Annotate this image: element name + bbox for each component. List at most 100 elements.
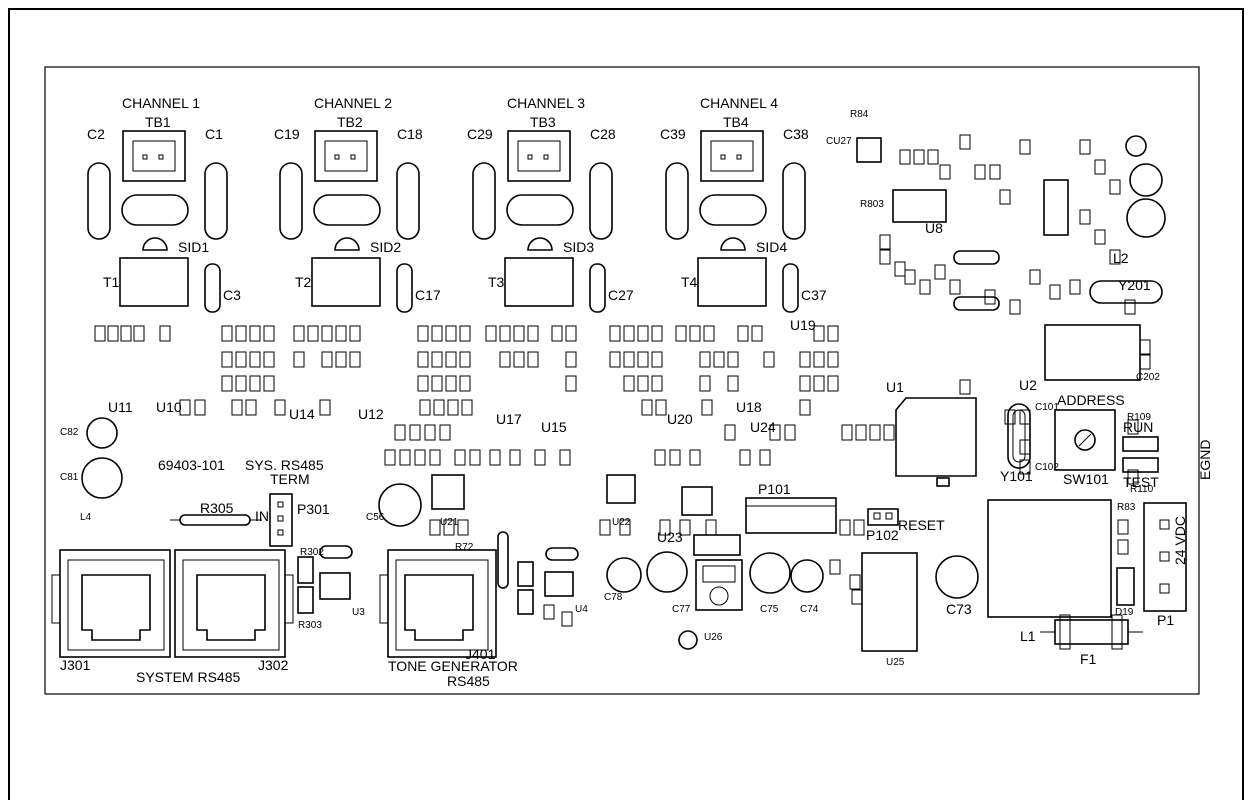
r83-label: R83 [1117,502,1136,513]
transformer [504,257,574,307]
smd-part [419,399,431,416]
smd-part [1079,209,1091,225]
r84-label: R84 [850,109,869,120]
channel-title: CHANNEL 3 [507,95,585,111]
smd-part [869,424,881,441]
sidactor [527,237,553,251]
egnd-label: EGND [1197,440,1213,480]
u15-label: U15 [541,419,567,435]
c-label: C37 [801,287,827,303]
sys-rs485-label: SYS. RS485 [245,457,324,473]
fuse-holder-left [279,162,303,240]
smd-part [424,424,436,441]
y201-label: Y201 [1118,277,1151,293]
c78-label: C78 [604,592,623,603]
r303-label: R303 [298,620,322,631]
channel-title: CHANNEL 1 [122,95,200,111]
terminal-block [507,130,571,182]
smd-part [959,379,971,395]
smd-part [689,449,701,466]
smd-part [813,351,825,368]
smd-part [159,325,171,342]
smd-part [565,351,577,368]
c74-capacitor [790,559,824,593]
smd-part [1117,519,1129,535]
smd-part [623,375,635,392]
smd-part [459,351,471,368]
smd-part [321,351,333,368]
smd-part [349,351,361,368]
smd-part [489,449,501,466]
c81-label: C81 [60,472,79,483]
c-label: C3 [223,287,241,303]
in-label: IN [255,508,269,524]
smd-part [1109,249,1121,265]
u11-label: U11 [108,399,133,415]
smd-part [655,399,667,416]
cap-right-label: C28 [590,126,616,142]
smd-part [1127,469,1139,485]
smd-part [1109,179,1121,195]
smd-part [637,351,649,368]
smd-part [769,424,781,441]
smd-components [94,134,1151,627]
c73-label: C73 [946,601,972,617]
transformer [697,257,767,307]
terminal-block [314,130,378,182]
u2-label: U2 [1019,377,1037,393]
smd-part [120,325,132,342]
smd-part [543,604,555,620]
c77-label: C77 [672,604,691,615]
smd-part [841,424,853,441]
f1-fuse [1054,619,1129,645]
smd-part [799,351,811,368]
c73-capacitor [935,555,979,599]
smd-part [703,325,715,342]
smd-part [827,351,839,368]
smd-part [827,325,839,342]
address-label: ADDRESS [1057,392,1125,408]
smd-part [851,589,863,605]
smd-part [384,449,396,466]
smd-part [394,424,406,441]
u21-label: U21 [440,517,459,528]
smd-part [623,351,635,368]
smd-part [499,351,511,368]
cap-right-label: C18 [397,126,423,142]
u2-chip [1044,324,1141,381]
fuse-holder-left [87,162,111,240]
smd-part [429,449,441,466]
y201-crystal [1089,280,1163,304]
smd-part [919,279,931,295]
smd-part [899,149,911,165]
smd-part [565,325,577,342]
smd-part [263,351,275,368]
u1-chip [895,397,977,477]
smd-part [724,424,736,441]
sid-label: SID4 [756,239,787,255]
test-label: TEST [1123,474,1159,490]
smd-part [293,325,305,342]
smd-part [417,325,429,342]
smd-part [319,399,331,416]
u26-regulator [695,559,743,611]
sid-label: SID3 [563,239,594,255]
smd-part [409,424,421,441]
smd-part [1019,459,1031,475]
smd-part [429,519,441,536]
sidactor [142,237,168,251]
c56-label: C56 [366,512,385,523]
smd-part [699,351,711,368]
tb-label: TB2 [337,114,363,130]
smd-part [853,519,865,536]
fuse-holder-right [782,162,806,240]
smd-part [249,351,261,368]
smd-part [949,279,961,295]
smd-part [439,424,451,441]
terminal-block [700,130,764,182]
u26-label: U26 [704,632,723,643]
smd-part [739,449,751,466]
